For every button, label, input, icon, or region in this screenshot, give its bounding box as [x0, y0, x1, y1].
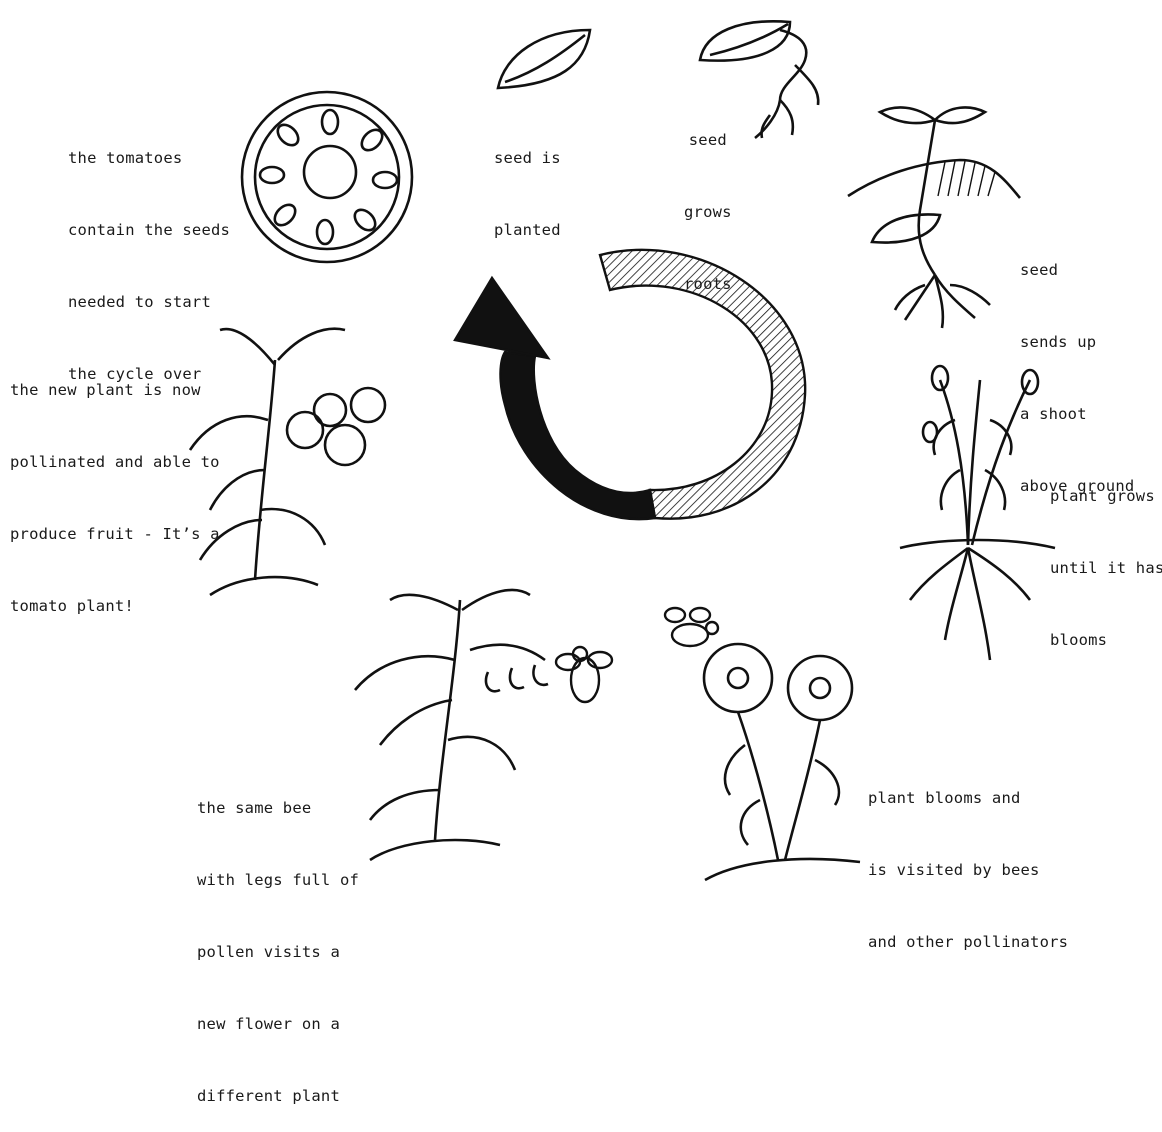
stage-label-plant-visited: plant blooms and is visited by bees and … [868, 738, 1068, 978]
stage-label-seed-planted: seed is planted [494, 98, 561, 266]
tomato-slice-icon [242, 92, 412, 262]
stage-label-seed-roots: seed grows roots [684, 80, 732, 320]
stage-label-bee-pollen: the same bee with legs full of pollen vi… [197, 748, 359, 1132]
bee-icon [556, 647, 612, 702]
flowering-plant-icon [704, 644, 860, 880]
stage-label-tomato-seeds: the tomatoes contain the seeds needed to… [68, 98, 230, 410]
seed-icon [498, 30, 590, 88]
tomato-flowering-plant-icon [355, 590, 548, 860]
seedling-icon [848, 107, 1020, 328]
cycle-arrow-icon [455, 250, 805, 519]
stage-label-plant-grows: plant grows until it has blooms [1050, 436, 1162, 676]
bee-icon [665, 608, 718, 646]
